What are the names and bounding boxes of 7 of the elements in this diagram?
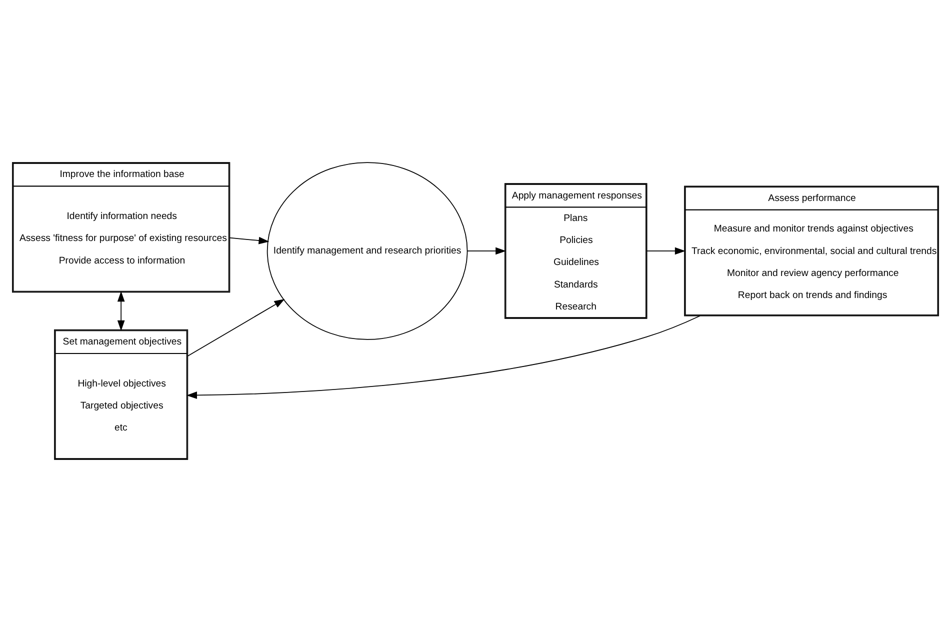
node-ellipse: Identify management and research priorities (266, 162, 468, 340)
arrow (186, 314, 700, 398)
arrow (466, 246, 506, 254)
arrow (229, 236, 270, 244)
arrow (117, 290, 125, 330)
arrow (646, 246, 686, 254)
arrow (187, 298, 285, 356)
